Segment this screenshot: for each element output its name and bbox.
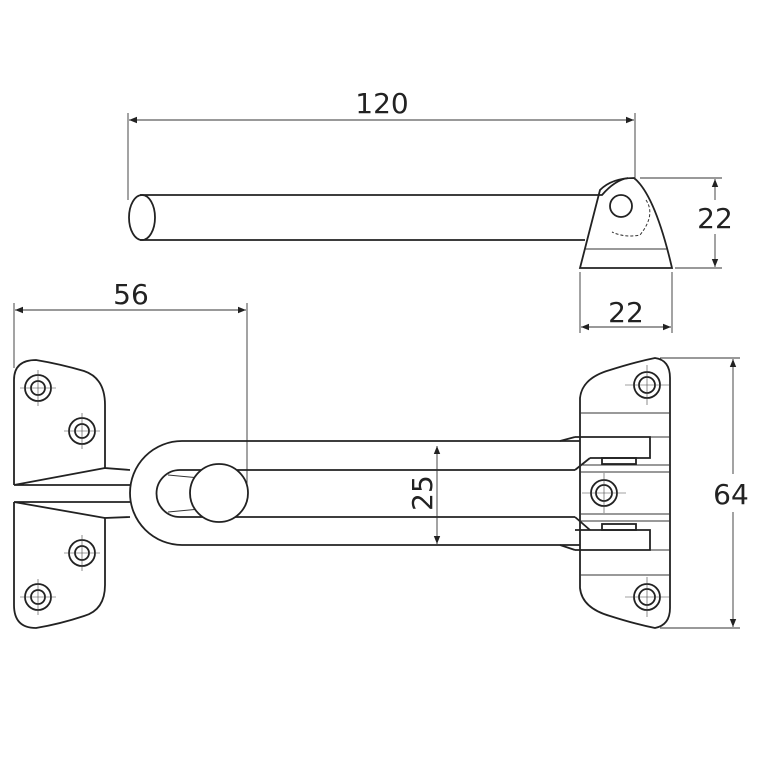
dimension-120: 120 [127, 87, 636, 200]
rod-top-view [128, 177, 629, 241]
dimension-label: 22 [608, 296, 644, 329]
screw-hole-icon [625, 365, 669, 405]
screw-hole-icon [20, 370, 56, 406]
screw-hole-icon [64, 535, 100, 571]
dimension-label: 56 [113, 278, 149, 311]
right-plate [575, 357, 671, 629]
dimension-label: 120 [355, 87, 408, 120]
dimension-64: 64 [660, 357, 754, 629]
bracket-top-view [578, 177, 674, 269]
screw-hole-icon [64, 413, 100, 449]
dimension-label: 25 [406, 475, 439, 511]
slotted-arm [129, 436, 591, 551]
screw-hole-icon [625, 577, 669, 617]
dimension-56: 56 [13, 278, 248, 493]
dimension-22-horizontal: 22 [579, 272, 673, 333]
dimension-25: 25 [406, 446, 441, 544]
screw-hole-icon [20, 579, 56, 615]
dimension-label: 22 [697, 202, 733, 235]
dimension-22-vertical: 22 [640, 177, 735, 269]
left-plate [13, 359, 131, 629]
dimension-label: 64 [713, 478, 749, 511]
knob [189, 463, 249, 523]
screw-hole-icon [582, 473, 626, 513]
